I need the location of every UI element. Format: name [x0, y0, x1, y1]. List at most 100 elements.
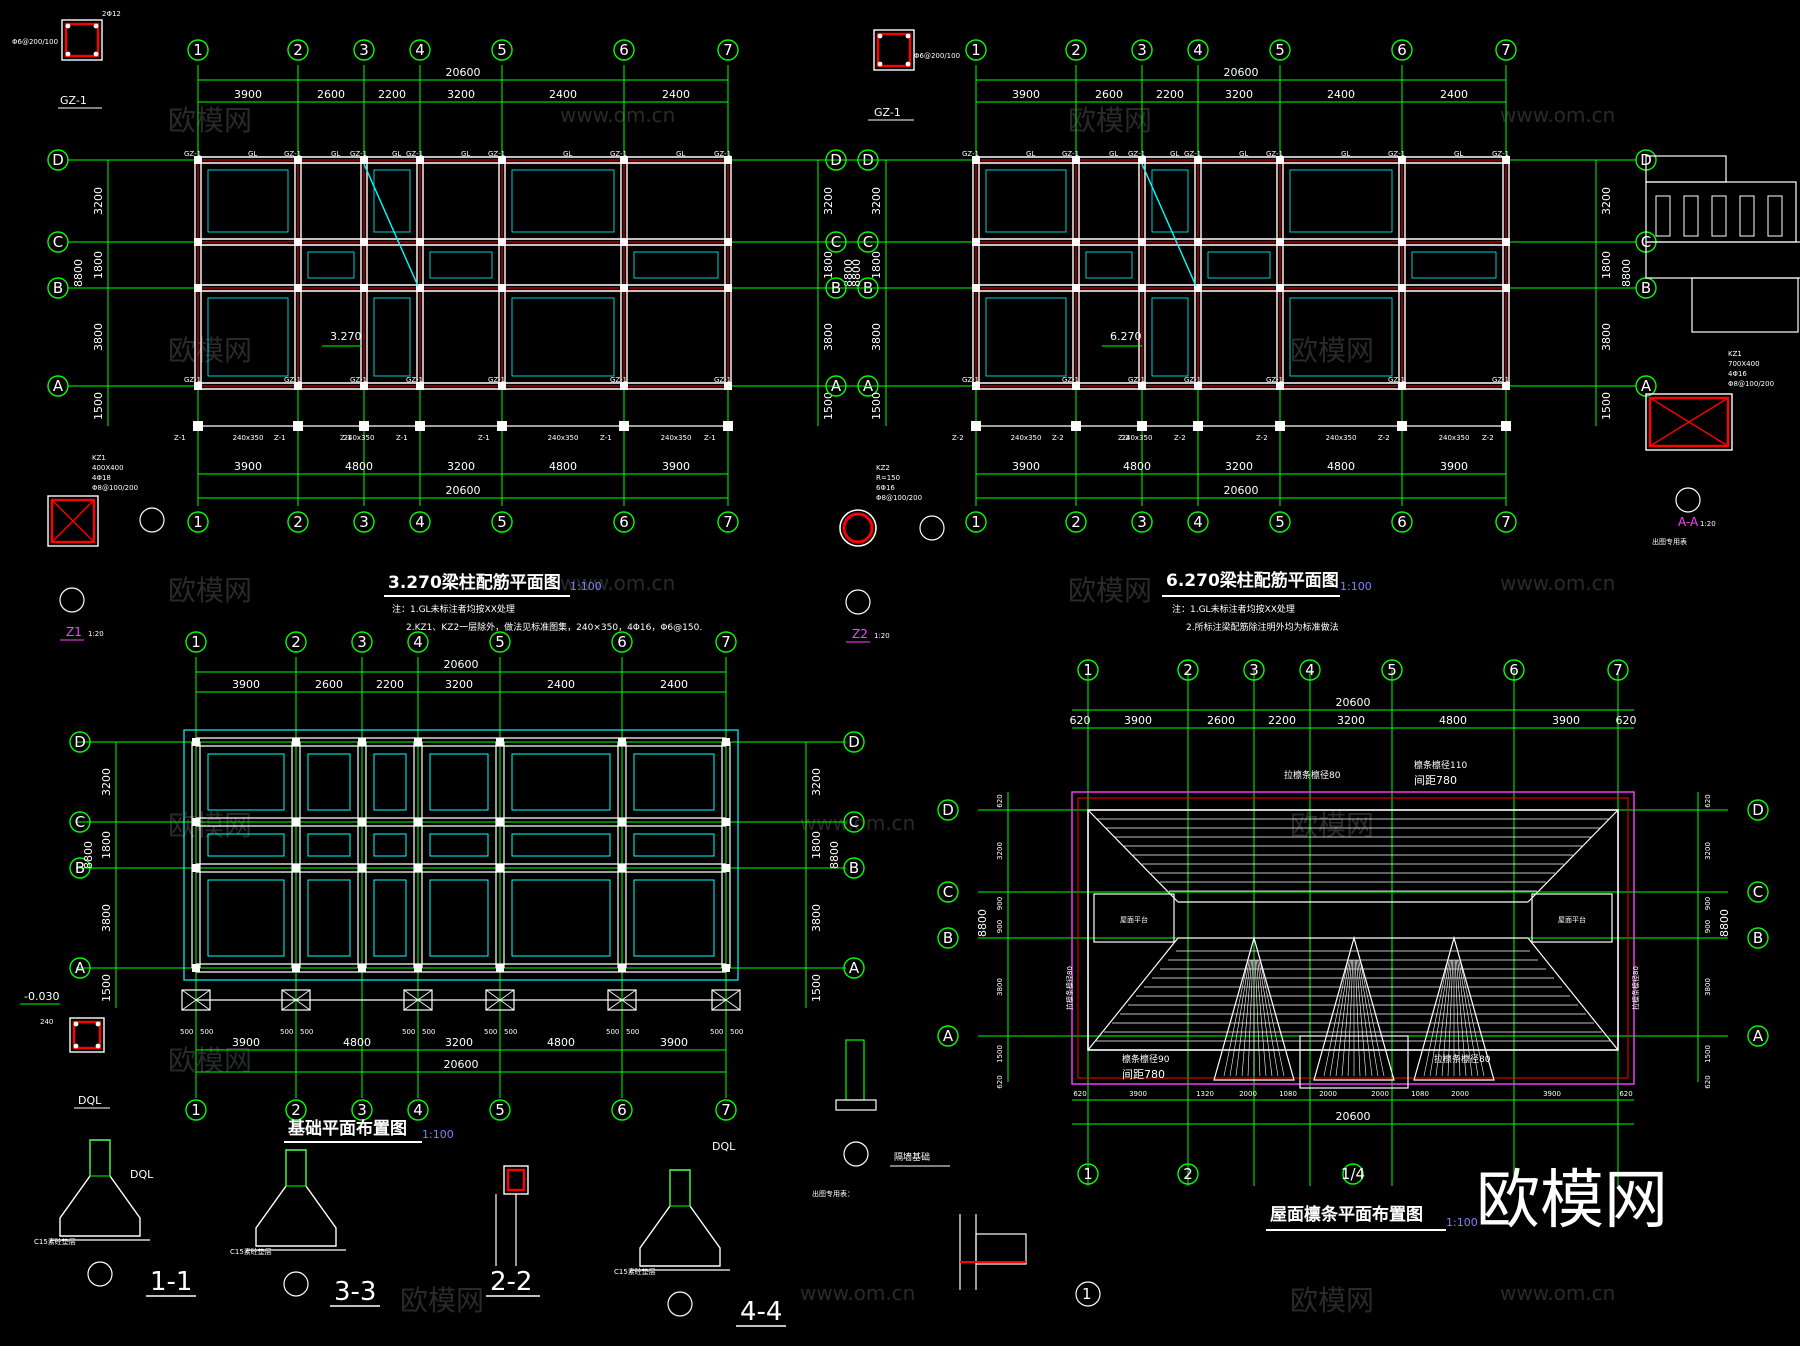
grid-bubble-top-1-circle — [965, 39, 987, 61]
dim-vert-left-3: 1500 — [92, 392, 105, 420]
detail-dql-section-bar-0 — [73, 1021, 79, 1027]
dim-vert-left-1: 1800 — [92, 251, 105, 279]
column-gz1-6-0 — [724, 156, 732, 164]
z-column-1 — [1071, 421, 1081, 431]
label-z-5: Z-2 — [1378, 434, 1390, 442]
roof-hip-tr — [1527, 809, 1619, 903]
grid-bubble-bottom-4-circle — [409, 511, 431, 533]
grid-bubble-left-B-circle — [47, 277, 69, 299]
column-gz1-5-1 — [1398, 238, 1406, 246]
roof-bubble-left-C-circle — [937, 881, 959, 903]
grid-bubble-top-4-circle — [1187, 39, 1209, 61]
column-gz1-5-3 — [1398, 382, 1406, 390]
grid-bubble-left-D-label: D — [830, 151, 842, 169]
fdn-column-4-1 — [496, 818, 504, 826]
fdn-bubble-bottom-5-circle — [489, 1099, 511, 1121]
watermark-brand-0: 欧模网 — [168, 104, 252, 137]
roof-dormer-1 — [1313, 935, 1395, 1081]
beam-outline-5-1 — [1411, 251, 1497, 279]
grid-bubble-top-7-circle — [717, 39, 739, 61]
plan3-scale: 1:100 — [422, 1128, 454, 1141]
detail-aa-note: 出图专用表 — [1652, 537, 1687, 546]
grid-bubble-bottom-5-label: 5 — [1275, 513, 1285, 531]
detail-section-3-3-ref — [283, 1271, 309, 1297]
roof-dormer-rafter-2-6 — [1454, 959, 1461, 1077]
roof-bubble-right-C-label: C — [1753, 883, 1763, 901]
label-gz1-bottom-1: GZ-1 — [1062, 376, 1079, 384]
label-gz1-top-5: GZ-1 — [1388, 150, 1405, 158]
roof-dormer-rafter-0--30 — [1223, 959, 1249, 1077]
dim-top-4: 2400 — [549, 88, 577, 101]
detail-baluster-post-0 — [1655, 195, 1671, 237]
roof-dim-vert-right-0: 620 — [1704, 794, 1712, 807]
fdn-bubble-left-C-circle — [69, 811, 91, 833]
detail-gz1-mid-title: GZ-1 — [874, 106, 901, 119]
watermark-brand-10: 欧模网 — [1290, 1284, 1374, 1317]
fdn-pad-3 — [485, 989, 515, 1011]
roof-dim-top-1: 3900 — [1124, 714, 1152, 727]
column-gz1-3-1 — [416, 238, 424, 246]
column-gz1-5-2 — [620, 284, 628, 292]
fdn-footing-inner-4-0 — [511, 753, 611, 811]
beam-outline-0-0 — [985, 169, 1067, 233]
grid-bubble-top-5-label: 5 — [1275, 41, 1285, 59]
dim-vert-right-1: 1800 — [822, 251, 835, 279]
detail-z2-stirrup — [842, 512, 874, 544]
grid-bubble-bottom-7-label: 7 — [1501, 513, 1511, 531]
fdn-footing-inner-0-0 — [207, 753, 285, 811]
fdn-dim-vert-right-1: 1800 — [810, 831, 823, 859]
fdn-pad-x2-5 — [711, 989, 741, 1011]
roof-dormer-rafter-2-12 — [1456, 959, 1467, 1077]
fdn-column-1-2 — [292, 864, 300, 872]
roof-eave-inner — [1077, 797, 1629, 1079]
watermark-brand-2: 欧模网 — [168, 334, 252, 367]
grid-bubble-bottom-4-label: 4 — [1193, 513, 1203, 531]
label-z-4: Z-1 — [478, 434, 490, 442]
label-gz1-top-5: GZ-1 — [610, 150, 627, 158]
fdn-bubble-bottom-7-circle — [715, 1099, 737, 1121]
fdn-bubble-top-6-label: 6 — [617, 633, 627, 651]
roof-dim-bottom-1: 3900 — [1129, 1090, 1147, 1098]
grid-bubble-top-6-circle — [613, 39, 635, 61]
fdn-column-5-2 — [618, 864, 626, 872]
roof-dormer-rafter-1-24 — [1358, 959, 1379, 1077]
detail-baluster-post-2 — [1711, 195, 1727, 237]
roof-bubble-bottom-0-circle — [1077, 1163, 1099, 1185]
roof-dim-vert-right-total: 8800 — [1718, 909, 1731, 937]
roof-bubble-right-D-circle — [1747, 799, 1769, 821]
fdn-bubble-right-B-label: B — [849, 859, 859, 877]
dim-total-bottom-text: 20600 — [1224, 484, 1259, 497]
fdn-footing-inner-4-2 — [511, 879, 611, 957]
roof-bubble-top-7-label: 7 — [1613, 661, 1623, 679]
roof-bubble-top-1-label: 1 — [1083, 661, 1093, 679]
column-gz1-6-3 — [1502, 382, 1510, 390]
column-gz1-2-3 — [360, 382, 368, 390]
watermark-brand-3: 欧模网 — [1290, 334, 1374, 367]
grid-bubble-left-B-label: B — [831, 279, 841, 297]
roof-dormer-rafter-0-12 — [1256, 959, 1267, 1077]
grid-bubble-top-3-label: 3 — [359, 41, 369, 59]
label-beam-b-2: 240x350 — [1122, 434, 1153, 442]
watermark-brand-7: 欧模网 — [1290, 809, 1374, 842]
plan1-note2: 2.KZ1、KZ2一层除外，做法见标准图集，240×350，4Φ16，Φ6@15… — [406, 621, 702, 633]
fdn-pad-5 — [711, 989, 741, 1011]
roof-label-side-right: 拉檩条檩径80 — [1631, 966, 1640, 1010]
roof-dormer-rafter-2--24 — [1429, 959, 1450, 1077]
dim-top-5: 2400 — [662, 88, 690, 101]
grid-bubble-bottom-7-circle — [1495, 511, 1517, 533]
dim-vert-right-1: 1800 — [1600, 251, 1613, 279]
fdn-column-2-2 — [358, 864, 366, 872]
fdn-pad-x2-1 — [281, 989, 311, 1011]
beam-outline-2-2 — [1151, 297, 1189, 377]
grid-bubble-left-C-circle — [825, 231, 847, 253]
fdn-pad-dim-a-1: 500 — [280, 1028, 293, 1036]
column-gz1-3-0 — [416, 156, 424, 164]
roof-label-bot3: 拉檩条檩径80 — [1434, 1053, 1491, 1065]
roof-dormer-rafter-0-6 — [1254, 959, 1261, 1077]
fdn-pad-0 — [181, 989, 211, 1011]
dim-top-1: 2600 — [317, 88, 345, 101]
grid-bubble-bottom-2-label: 2 — [293, 513, 303, 531]
fdn-dim-top-4: 2400 — [547, 678, 575, 691]
label-beam-b-1: 240x350 — [233, 434, 264, 442]
beam-outline-4-2 — [511, 297, 615, 377]
